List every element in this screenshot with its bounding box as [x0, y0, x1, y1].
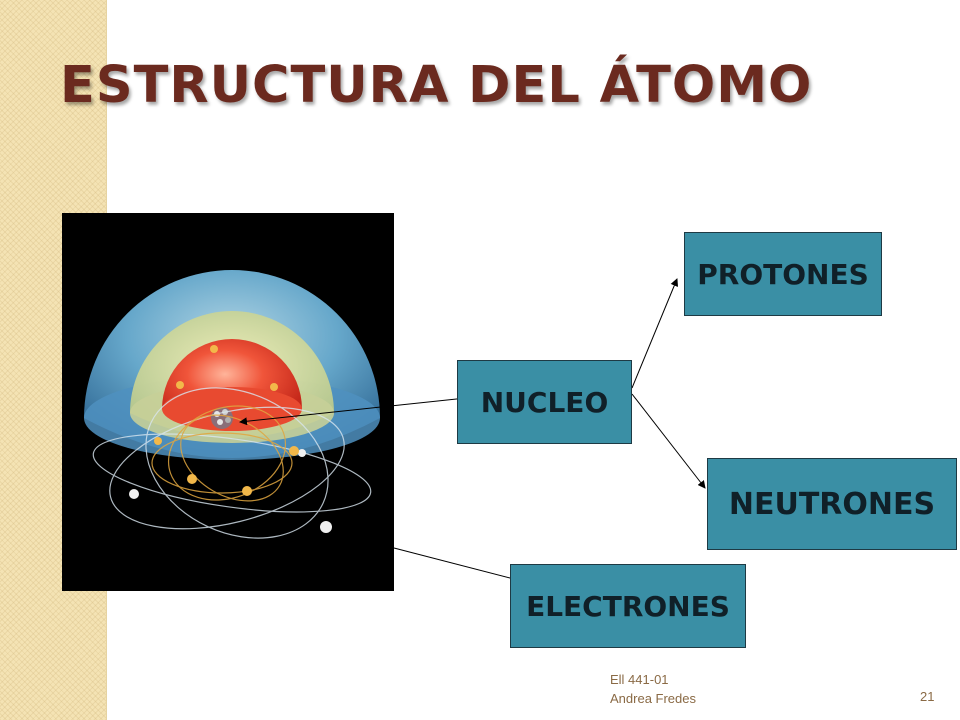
arrow-nucleo-to-nucleus	[239, 397, 467, 426]
arrow-nucleo-to-neutrones	[631, 393, 706, 489]
line-electrones-to-atom	[393, 547, 511, 579]
footer-author: Andrea Fredes	[610, 691, 696, 706]
arrow-nucleo-to-protones	[631, 278, 679, 389]
page-number: 21	[920, 689, 935, 704]
atom-illustration	[62, 213, 394, 591]
protones-box: PROTONES	[684, 232, 882, 316]
neutrones-label: NEUTRONES	[728, 486, 936, 522]
electrones-label: ELECTRONES	[526, 589, 730, 623]
slide-footer: Ell 441-01 Andrea Fredes	[610, 670, 696, 708]
protones-label: PROTONES	[697, 257, 869, 291]
nucleus-cluster	[211, 407, 233, 429]
slide-title: ESTRUCTURA DEL ÁTOMO	[60, 56, 813, 115]
footer-course: Ell 441-01	[610, 672, 669, 687]
atom-illustration-svg	[84, 270, 380, 539]
nucleo-label: NUCLEO	[480, 385, 609, 419]
neutrones-box: NEUTRONES	[707, 458, 957, 550]
nucleo-box: NUCLEO	[457, 360, 632, 444]
electrones-box: ELECTRONES	[510, 564, 746, 648]
inner-orbits	[151, 405, 293, 502]
electrons	[129, 345, 332, 533]
core-base	[162, 387, 302, 431]
